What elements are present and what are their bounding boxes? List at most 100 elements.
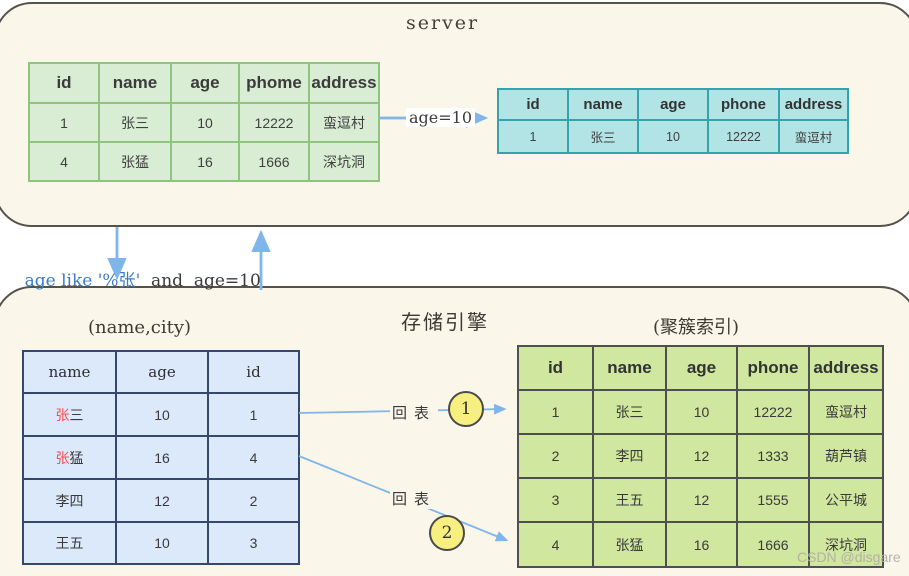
table-row: 2 李四 12 1333 葫芦镇 [517,433,884,479]
header-cell: name [567,88,639,121]
cell: 16 [115,435,209,480]
cell: 张三 [22,392,117,437]
cell: 王五 [22,521,117,565]
name-text: 猛 [69,449,84,466]
header-cell: age [170,62,240,104]
header-cell: address [808,345,884,391]
cell: 10 [115,521,209,565]
cell: 16 [665,521,738,568]
table-row: 李四 12 2 [22,478,300,523]
cell: 3 [207,521,300,565]
table-row: 张猛 16 4 [22,435,300,480]
clustered-index-table: id name age phone address 1 张三 10 12222 … [517,345,884,568]
age-filtered-table: id name age phone address 1 张三 10 12222 … [497,88,849,154]
header-cell: address [778,88,849,121]
highlighted-name-char: 张 [55,449,70,466]
name-text: 王五 [55,535,84,551]
secondary-index-table: name age id 张三 10 1 张猛 16 4 李四 12 2 王五 1… [22,350,300,565]
header-cell: age [115,350,209,394]
sql-age-condition: and age=10 [140,271,261,291]
cell: 1666 [238,141,310,182]
cell: 蛮逗村 [808,389,884,435]
table-row: 1 张三 10 12222 蛮逗村 [28,102,380,143]
header-cell: phome [238,62,310,104]
table-header-row: id name age phone address [497,88,849,121]
name-text: 李四 [55,492,84,509]
server-title: server [406,12,480,34]
clustered-index-label: (聚簇索引) [653,317,740,338]
header-cell: age [665,345,738,391]
cell: 张猛 [22,435,117,480]
back-to-table-label-2: 回表 [390,488,439,509]
cell: 10 [665,389,738,435]
header-cell: id [517,345,594,391]
header-cell: id [28,62,100,104]
cell: 2 [517,433,594,479]
cell: 张猛 [98,141,172,182]
header-cell: id [497,88,569,121]
cell: 12222 [238,102,310,143]
cell-id-highlighted: 4 [207,435,300,480]
cell: 12 [115,478,209,523]
table-header-row: name age id [22,350,300,394]
cell-id-highlighted: 1 [207,392,300,437]
age-filter-arrow-label: age=10 [406,108,476,127]
header-cell: name [592,345,667,391]
cell: 1555 [736,477,810,523]
cell: 李四 [592,433,667,479]
secondary-index-label: (name,city) [88,317,192,338]
cell: 4 [28,141,100,182]
cell: 12 [665,477,738,523]
table-row: 1 张三 10 12222 蛮逗村 [517,389,884,435]
cell: 10 [170,102,240,143]
watermark: CSDN @disgare [797,549,901,565]
back-to-table-label-1: 回表 [390,402,439,423]
table-row: 1 张三 10 12222 蛮逗村 [497,119,849,154]
cell: 王五 [592,477,667,523]
header-cell: name [22,350,117,394]
cell: 蛮逗村 [308,102,380,143]
table-row: 4 张猛 16 1666 深坑洞 [517,521,884,568]
cell: 张三 [592,389,667,435]
storage-engine-title: 存储引擎 [401,310,489,334]
header-cell: id [207,350,300,394]
cell-id-highlighted: 1 [517,389,594,435]
cell: 葫芦镇 [808,433,884,479]
sql-query-text: age like '%张' and age=10 [3,246,261,311]
cell: 深坑洞 [808,521,884,568]
cell: 张猛 [592,521,667,568]
step-circle-2: 2 [429,515,465,551]
cell-id-highlighted: 4 [517,521,594,568]
highlighted-name-char: 张 [55,406,70,423]
cell: 公平城 [808,477,884,523]
cell: 李四 [22,478,117,523]
cell: 3 [517,477,594,523]
cell: 12222 [736,389,810,435]
table-row: 王五 10 3 [22,521,300,565]
header-cell: age [637,88,709,121]
cell: 张三 [567,119,639,154]
cell: 1666 [736,521,810,568]
server-result-table: id name age phome address 1 张三 10 12222 … [28,62,380,182]
cell: 1333 [736,433,810,479]
table-header-row: id name age phome address [28,62,380,104]
header-cell: phone [707,88,780,121]
sql-like-condition: age like '%张' [24,271,141,291]
table-row: 3 王五 12 1555 公平城 [517,477,884,523]
cell: 深坑洞 [308,141,380,182]
header-cell: name [98,62,172,104]
cell: 2 [207,478,300,523]
header-cell: phone [736,345,810,391]
step-circle-1: 1 [448,391,484,427]
cell: 1 [497,119,569,154]
cell: 张三 [98,102,172,143]
cell: 12222 [707,119,780,154]
table-row: 张三 10 1 [22,392,300,437]
cell: 1 [28,102,100,143]
cell: 10 [115,392,209,437]
table-header-row: id name age phone address [517,345,884,391]
cell: 16 [170,141,240,182]
cell: 12 [665,433,738,479]
cell: 10 [637,119,709,154]
